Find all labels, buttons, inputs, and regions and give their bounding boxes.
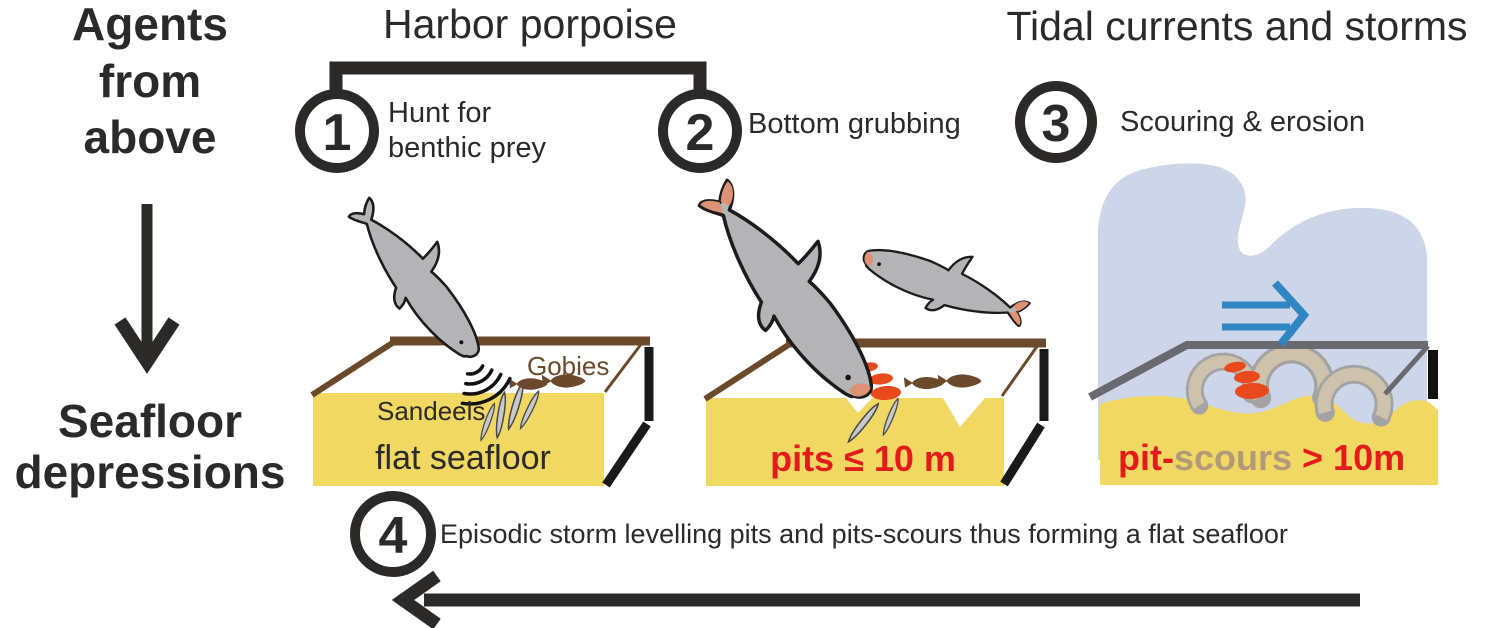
step-2-label: Bottom grubbing [748, 108, 961, 140]
step-circle-4: 4 [350, 491, 436, 577]
down-arrow-icon [114, 204, 180, 374]
step-1-number: 1 [323, 104, 352, 162]
stirred-sediment-icon [1224, 361, 1269, 400]
step-1-label-line1: Hunt for [388, 97, 491, 129]
surface-line [1088, 341, 1428, 401]
seafloor-line-1: Seafloor [58, 395, 242, 447]
panel-hunt: Gobies Sandeels flat seafloor [310, 179, 654, 488]
agents-from-above-title: Agents from above [72, 0, 228, 163]
seafloor-left-edge [703, 339, 795, 402]
step-3-label: Scouring & erosion [1120, 106, 1365, 138]
pits-caption: pits ≤ 10 m [770, 438, 956, 479]
seafloor-block-with-pits [706, 398, 1004, 486]
porpoise-swimming-icon [853, 223, 1039, 340]
step-2-number: 2 [686, 104, 715, 162]
step-4-number: 4 [379, 507, 408, 565]
step-3-number: 3 [1042, 95, 1071, 153]
panel-scouring: pit-scours > 10m [1088, 163, 1438, 485]
step-circle-2: 2 [658, 89, 742, 173]
pit-scours-caption-pit: pit- [1118, 437, 1174, 478]
agents-line-1: Agents [72, 0, 228, 50]
seafloor-depressions-title: Seafloor depressions [15, 395, 286, 498]
panel-grubbing: pits ≤ 10 m [679, 156, 1049, 487]
seafloor-right-top-edge [603, 342, 644, 393]
step-4-label: Episodic storm levelling pits and pits-s… [440, 519, 1288, 549]
current-arrow-icon [1222, 280, 1310, 347]
seafloor-block [313, 393, 604, 486]
pit-scours-caption: pit-scours > 10m [1118, 437, 1405, 478]
seafloor-left-edge [310, 337, 399, 398]
seafloor-line-2: depressions [15, 446, 286, 498]
surface-right-edge [1383, 344, 1430, 396]
pit-scours-caption-rest: > 10m [1292, 437, 1405, 478]
harbor-porpoise-header: Harbor porpoise [383, 1, 677, 47]
seafloor-right-top-edge [1000, 344, 1040, 397]
eroded-seafloor [1100, 395, 1438, 485]
return-arrow-icon [391, 570, 1360, 628]
gobies-label: Gobies [527, 351, 609, 381]
porpoise-grubbing-icon [679, 156, 908, 424]
agents-line-2: from [99, 55, 201, 107]
step-circle-1: 1 [295, 89, 379, 173]
pit-scours-caption-scours: scours [1174, 437, 1292, 478]
seafloor-right-bottom-edge [1000, 422, 1045, 487]
step-circle-3: 3 [1015, 81, 1097, 163]
echolocation-waves-icon [460, 364, 512, 406]
porpoise-bracket [329, 61, 707, 94]
step-1-label-line2: benthic prey [388, 132, 546, 164]
seafloor-right-bottom-edge [602, 421, 651, 488]
agents-line-3: above [84, 111, 217, 163]
tidal-storms-header: Tidal currents and storms [1006, 3, 1467, 49]
sandeels-label: Sandeels [377, 396, 485, 426]
flat-seafloor-label: flat seafloor [375, 439, 551, 477]
